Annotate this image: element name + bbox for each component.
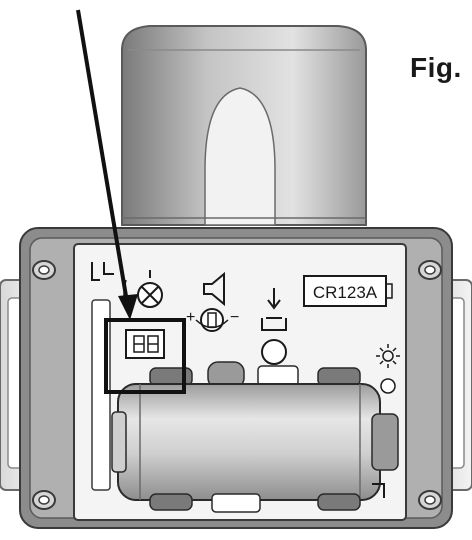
svg-text:−: − bbox=[230, 309, 239, 326]
speaker-icon bbox=[203, 271, 225, 307]
battery-label: CR123A bbox=[313, 283, 378, 302]
pointer-arrow-icon bbox=[76, 9, 138, 320]
battery-clip-bottom bbox=[149, 483, 385, 513]
screw-hole-top-right bbox=[418, 260, 442, 280]
led-icon bbox=[376, 344, 400, 394]
screw-hole-bottom-left bbox=[32, 490, 56, 510]
sensor-cap bbox=[121, 25, 367, 226]
screw-hole-top-left bbox=[32, 260, 56, 280]
potentiometer-icon: + − bbox=[186, 308, 239, 332]
svg-text:+: + bbox=[186, 309, 195, 326]
figure-label: Fig. bbox=[410, 52, 462, 83]
screw-hole-bottom-right bbox=[418, 490, 442, 510]
buzzer-icon bbox=[123, 270, 163, 311]
battery-cr123a bbox=[111, 383, 399, 501]
highlight-box bbox=[104, 318, 186, 394]
battery-label-box: CR123A bbox=[303, 275, 393, 307]
dip-switch-icon bbox=[125, 329, 165, 359]
push-button-icon bbox=[261, 288, 287, 365]
